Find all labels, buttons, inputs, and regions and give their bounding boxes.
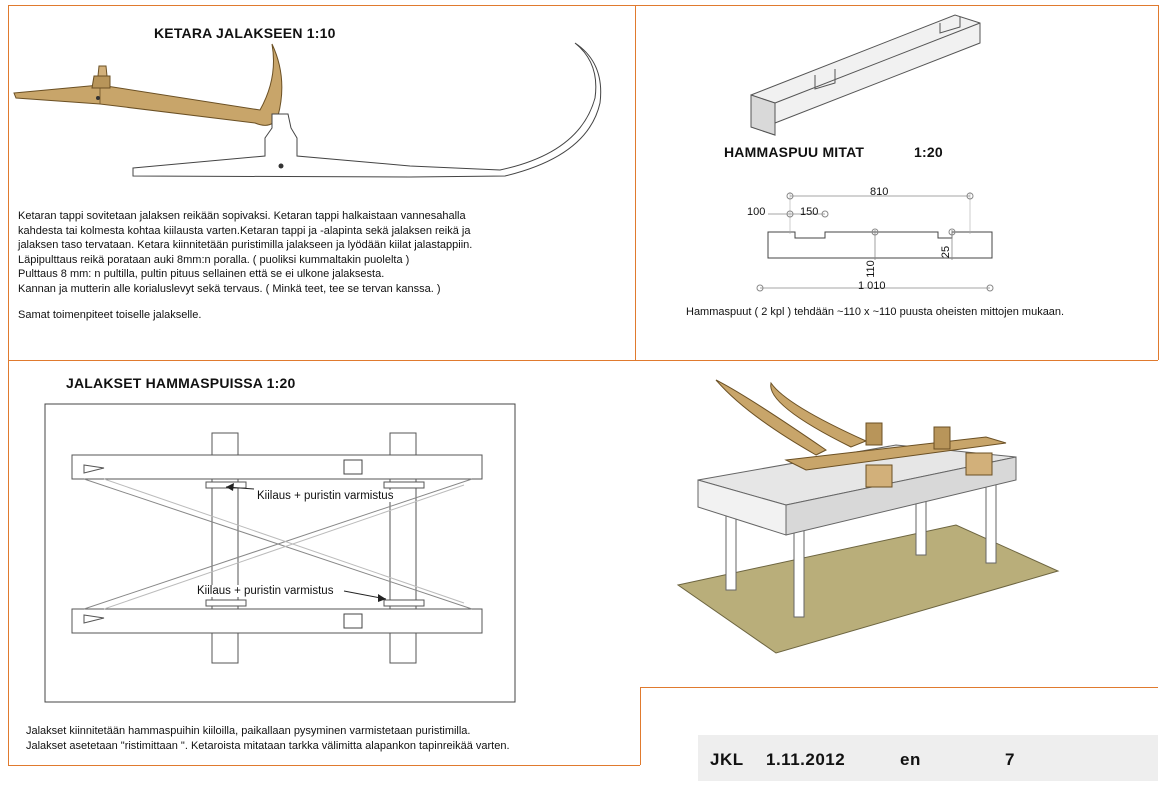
hammaspuu-dimension-drawing [756,192,994,292]
frame-line-left [8,5,9,765]
footer-page-number: 7 [1005,750,1015,769]
dim-110: 110 [864,260,877,278]
frame-line-middle-vertical [635,5,636,360]
ketara-side-view [132,42,602,178]
ketara-instructions-2: Samat toimenpiteet toiselle jalakselle. [18,309,202,321]
jalakset-title: JALAKSET HAMMASPUISSA 1:20 [66,375,296,391]
hammaspuu-3d [750,14,981,136]
jalakset-plan-drawing [44,403,516,703]
ketara-3d-runner [13,43,283,126]
hammaspuu-scale: 1:20 [914,144,943,160]
jalakset-label-2: Kiilaus + puristin varmistus [197,585,334,597]
dim-810: 810 [870,186,889,198]
ketara-instructions: Ketaran tappi sovitetaan jalaksen reikää… [18,210,473,295]
frame-line-lower-vertical [640,687,641,765]
frame-line-lower-right-step [640,687,1158,688]
sled-3d-render [676,379,1060,654]
dim-25: 25 [940,245,953,259]
dim-100: 100 [747,206,766,218]
frame-line-bottom [8,765,640,766]
footer-date: 1.11.2012 [766,750,846,769]
hammaspuu-title: HAMMASPUU MITAT [724,144,865,160]
jalakset-instructions: Jalakset kiinnitetään hammaspuihin kiilo… [26,725,510,752]
ketara-title: KETARA JALAKSEEN 1:10 [154,25,336,41]
dim-150: 150 [800,206,819,218]
ketara-drawing [13,42,602,178]
footer-title-block [698,735,1158,781]
hammaspuu-caption: Hammaspuut ( 2 kpl ) tehdään ~110 x ~110… [686,306,1065,318]
footer-lang: en [900,750,921,769]
frame-line-top [8,5,1158,6]
frame-line-right [1158,5,1159,360]
jalakset-label-1: Kiilaus + puristin varmistus [257,490,394,502]
footer-org: JKL [710,750,744,769]
dim-1010: 1 010 [858,280,886,292]
frame-line-middle-horizontal [8,360,1158,361]
